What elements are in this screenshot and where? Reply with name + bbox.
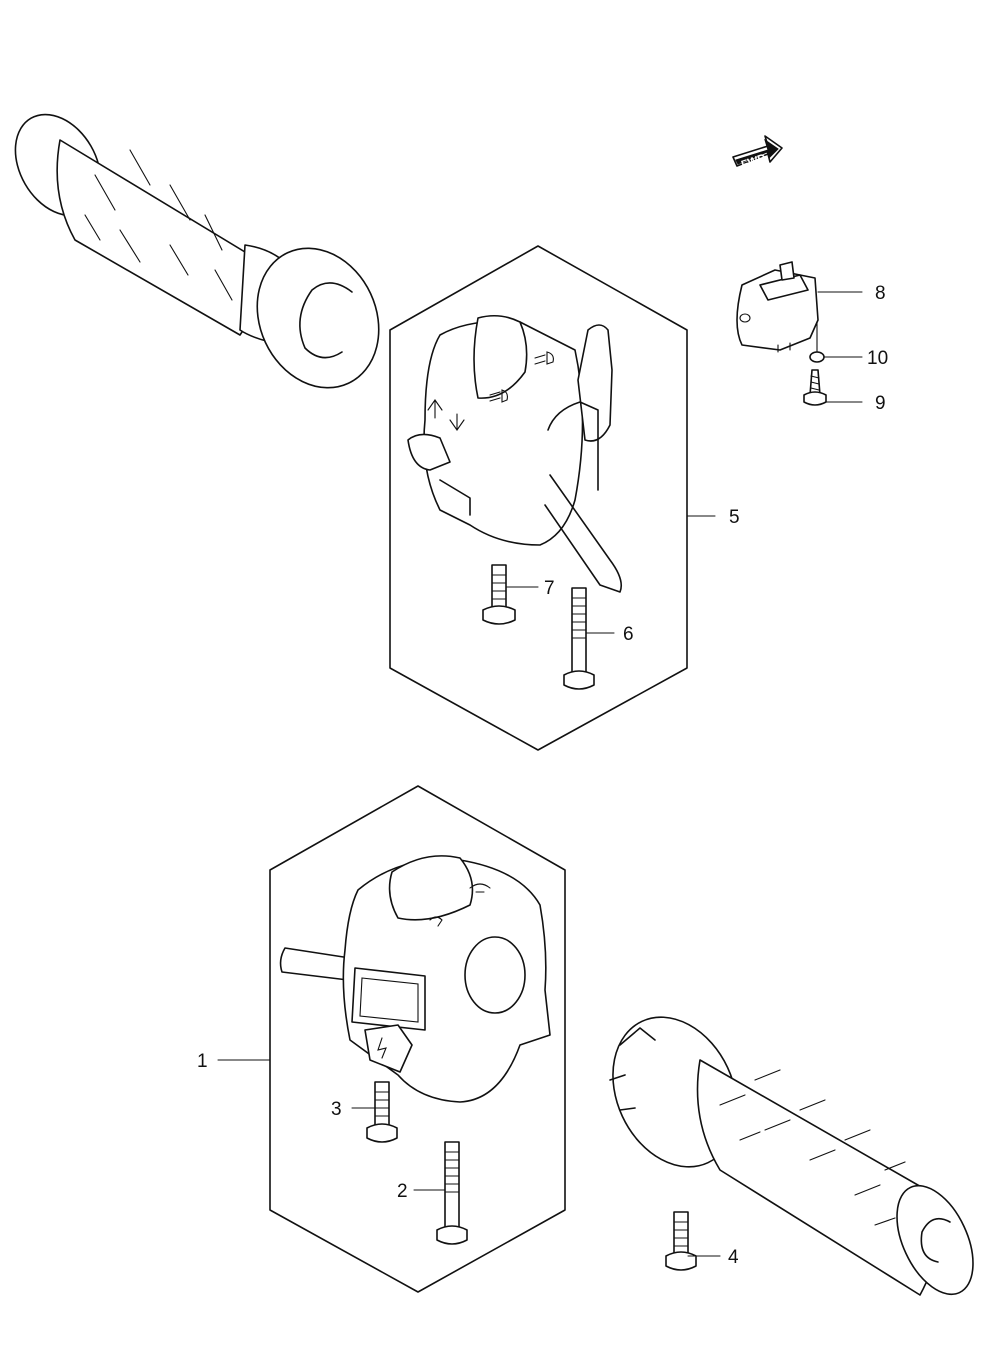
right-switch-assembly <box>407 314 623 593</box>
left-switch-assembly <box>279 855 551 1103</box>
callout-3: 3 <box>331 1099 342 1120</box>
left-grip <box>14 113 380 389</box>
screw-2 <box>436 1141 468 1245</box>
callout-5: 5 <box>729 507 740 528</box>
screw-9 <box>803 369 827 406</box>
callout-4: 4 <box>728 1247 739 1268</box>
switch-part-8 <box>736 261 819 353</box>
screw-7 <box>482 564 516 625</box>
callout-7: 7 <box>544 578 555 599</box>
screw-3 <box>366 1081 398 1143</box>
screw-4 <box>665 1211 697 1271</box>
assembly-frame-1 <box>269 785 566 1293</box>
fwd-arrow-icon: FWD <box>732 135 783 171</box>
starter-icon <box>364 1024 413 1073</box>
callout-2: 2 <box>397 1181 408 1202</box>
callout-9: 9 <box>875 393 886 414</box>
turn-signal-icon <box>427 399 465 431</box>
headlight-icon <box>489 351 554 403</box>
washer-10 <box>809 351 825 363</box>
callout-10: 10 <box>867 348 888 369</box>
callout-6: 6 <box>623 624 634 645</box>
callout-8: 8 <box>875 283 886 304</box>
leader-lines <box>217 291 863 1257</box>
callout-1: 1 <box>197 1051 208 1072</box>
hazard-icon <box>469 883 491 893</box>
assembly-frame-5 <box>389 245 688 751</box>
throttle-grip <box>609 1016 974 1296</box>
screw-6 <box>563 587 595 690</box>
